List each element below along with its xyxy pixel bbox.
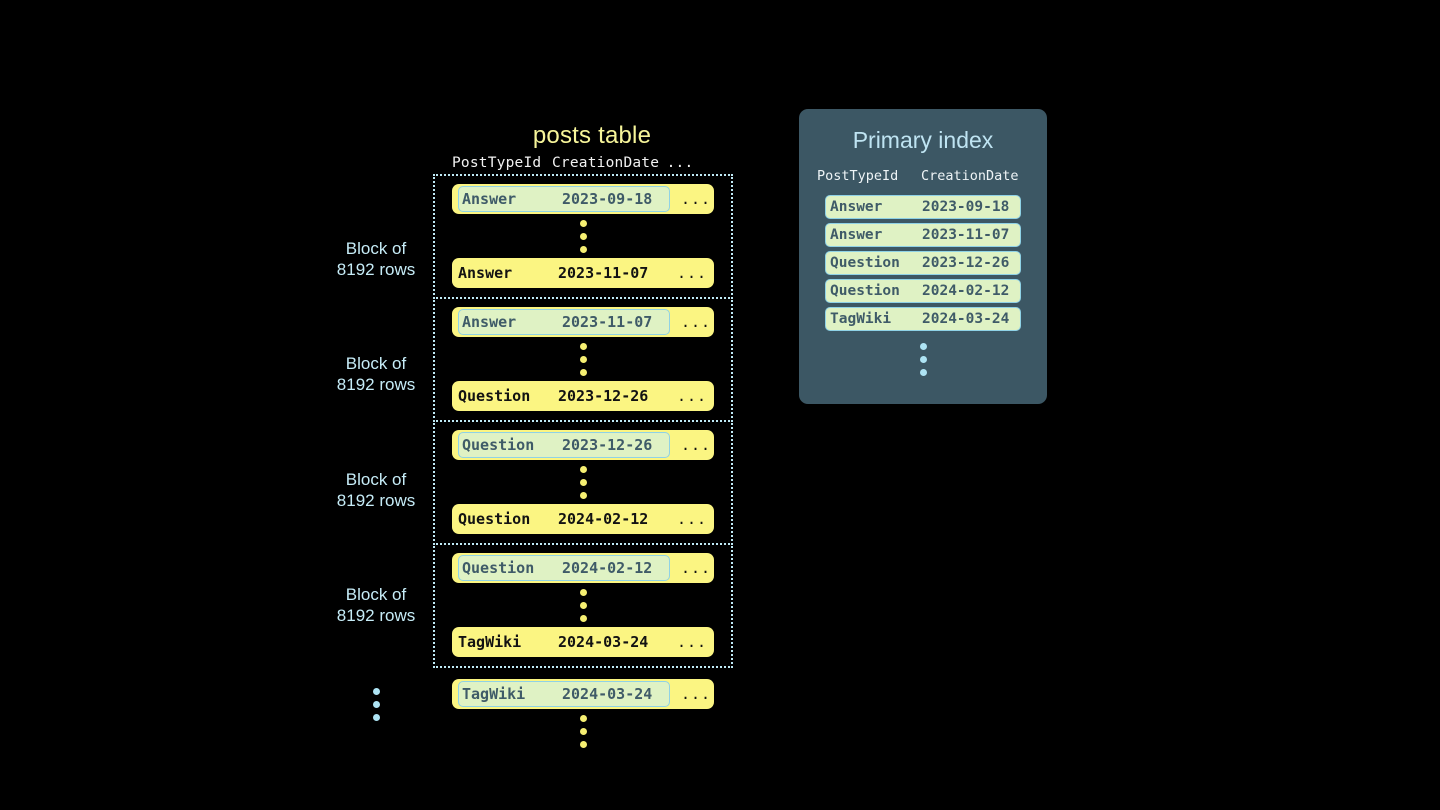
primary-index-column-headers: PostTypeId CreationDate (799, 161, 1047, 191)
column-header-posttypeid: PostTypeId (817, 168, 899, 184)
cell-posttypeid: Question (462, 559, 535, 577)
index-entry-row[interactable]: Question 2023-12-26 (825, 251, 1021, 275)
cell-creationdate: 2024-02-12 (558, 510, 649, 528)
posts-table-title: posts table (532, 122, 652, 149)
table-row[interactable]: Answer 2023-09-18 ... (452, 184, 714, 214)
posts-table-column-headers: PostTypeId CreationDate ... (452, 152, 733, 174)
index-mark-chip: Question 2024-02-12 (458, 555, 670, 581)
cell-more: ... (680, 685, 712, 703)
trailing-row-wrapper: TagWiki 2024-03-24 ... (433, 679, 733, 753)
cell-creationdate: 2023-11-07 (558, 264, 649, 282)
index-entry-row[interactable]: TagWiki 2024-03-24 (825, 307, 1021, 331)
cell-creationdate: 2023-09-18 (922, 199, 1010, 215)
cell-posttypeid: TagWiki (458, 633, 522, 651)
table-row[interactable]: TagWiki 2024-03-24 ... (452, 627, 714, 657)
table-row[interactable]: Question 2024-02-12 ... (452, 553, 714, 583)
index-mark-chip: TagWiki 2024-03-24 (458, 681, 670, 707)
cell-more: ... (680, 313, 712, 331)
table-block: Answer 2023-11-07 ... Question 2023-12-2… (433, 297, 733, 422)
index-mark-chip: Answer 2023-09-18 (458, 186, 670, 212)
cell-posttypeid: Answer (830, 199, 883, 215)
cell-creationdate: 2024-02-12 (562, 559, 653, 577)
row-ellipsis-dots (435, 337, 731, 381)
table-row[interactable]: Question 2023-12-26 ... (452, 381, 714, 411)
cell-creationdate: 2023-12-26 (562, 436, 653, 454)
column-header-more: ... (666, 155, 694, 171)
row-ellipsis-dots (435, 583, 731, 627)
cell-posttypeid: Question (462, 436, 535, 454)
block-label: Block of 8192 rows (336, 470, 416, 510)
index-mark-chip: Answer 2023-11-07 (458, 309, 670, 335)
cell-more: ... (676, 264, 708, 282)
cell-creationdate: 2024-03-24 (922, 311, 1010, 327)
cell-posttypeid: Answer (830, 227, 883, 243)
cell-posttypeid: Question (830, 255, 900, 271)
cell-more: ... (680, 190, 712, 208)
table-block: Question 2024-02-12 ... TagWiki 2024-03-… (433, 543, 733, 668)
cell-posttypeid: TagWiki (830, 311, 892, 327)
cell-posttypeid: Answer (462, 190, 517, 208)
cell-more: ... (676, 387, 708, 405)
column-header-creationdate: CreationDate (552, 155, 660, 171)
table-row[interactable]: Question 2024-02-12 ... (452, 504, 714, 534)
column-header-posttypeid: PostTypeId (452, 155, 542, 171)
table-row[interactable]: Answer 2023-11-07 ... (452, 307, 714, 337)
cell-more: ... (680, 436, 712, 454)
table-ellipsis-dots (433, 709, 733, 753)
cell-creationdate: 2023-09-18 (562, 190, 653, 208)
cell-more: ... (680, 559, 712, 577)
table-row[interactable]: TagWiki 2024-03-24 ... (452, 679, 714, 709)
cell-creationdate: 2023-12-26 (922, 255, 1010, 271)
cell-creationdate: 2024-03-24 (558, 633, 649, 651)
table-row[interactable]: Question 2023-12-26 ... (452, 430, 714, 460)
cell-posttypeid: Question (830, 283, 900, 299)
table-block: Answer 2023-09-18 ... Answer 2023-11-07 … (433, 174, 733, 299)
cell-posttypeid: Question (458, 510, 531, 528)
cell-more: ... (676, 510, 708, 528)
primary-index-title: Primary index (852, 127, 994, 153)
block-label: Block of 8192 rows (336, 354, 416, 394)
block-label: Block of 8192 rows (336, 239, 416, 279)
cell-more: ... (676, 633, 708, 651)
primary-index-entry-list: Answer 2023-09-18 Answer 2023-11-07 Ques… (799, 195, 1047, 381)
cell-posttypeid: Answer (458, 264, 513, 282)
table-row[interactable]: Answer 2023-11-07 ... (452, 258, 714, 288)
cell-creationdate: 2024-02-12 (922, 283, 1010, 299)
cell-creationdate: 2023-12-26 (558, 387, 649, 405)
column-header-creationdate: CreationDate (921, 168, 1019, 184)
block-label: Block of 8192 rows (336, 585, 416, 625)
cell-posttypeid: TagWiki (462, 685, 526, 703)
index-mark-chip: Question 2023-12-26 (458, 432, 670, 458)
index-entry-row[interactable]: Answer 2023-11-07 (825, 223, 1021, 247)
table-block: Question 2023-12-26 ... Question 2024-02… (433, 420, 733, 545)
index-entry-row[interactable]: Question 2024-02-12 (825, 279, 1021, 303)
index-entry-row[interactable]: Answer 2023-09-18 (825, 195, 1021, 219)
cell-posttypeid: Answer (462, 313, 517, 331)
cell-creationdate: 2024-03-24 (562, 685, 653, 703)
index-ellipsis-dots (919, 337, 927, 381)
blocks-ellipsis-dots (351, 682, 401, 726)
cell-posttypeid: Question (458, 387, 531, 405)
row-ellipsis-dots (435, 460, 731, 504)
row-ellipsis-dots (435, 214, 731, 258)
primary-index-panel: Primary index PostTypeId CreationDate An… (799, 109, 1047, 404)
cell-creationdate: 2023-11-07 (922, 227, 1010, 243)
cell-creationdate: 2023-11-07 (562, 313, 653, 331)
posts-table-group: posts table PostTypeId CreationDate ... … (433, 120, 733, 753)
